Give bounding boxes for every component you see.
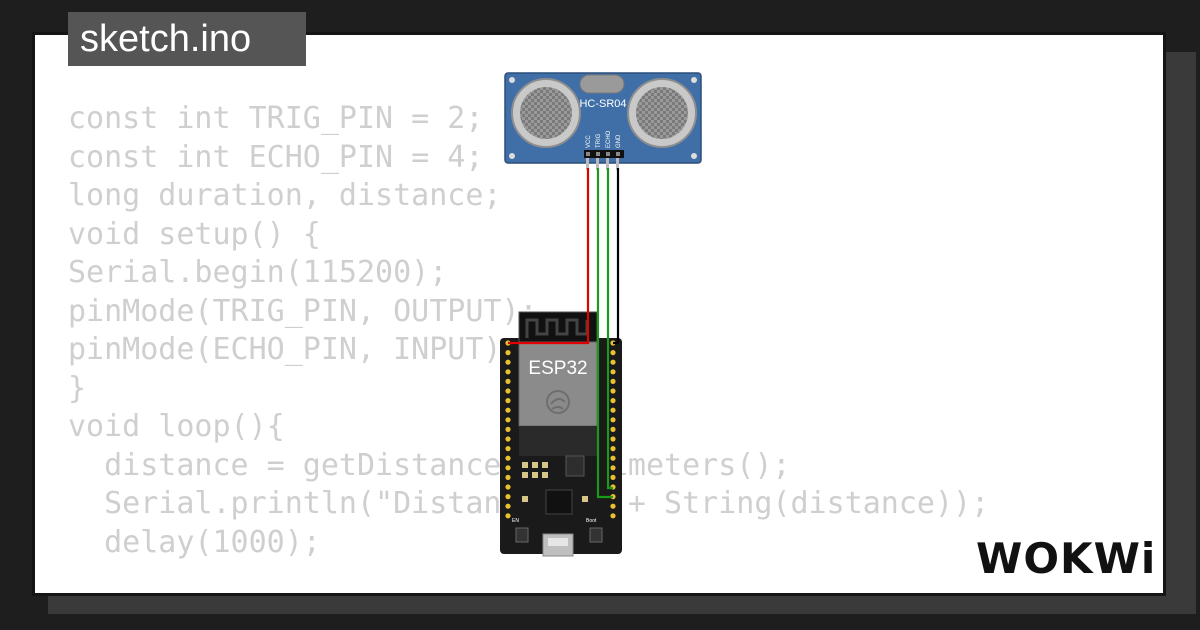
header-pin[interactable] — [505, 350, 511, 356]
sensor-pin-label: ECHO — [606, 130, 612, 148]
sensor-label: HC-SR04 — [579, 98, 626, 110]
code-line: Serial.println("Distance = " + String(di… — [104, 486, 990, 521]
header-pin[interactable] — [505, 369, 511, 375]
code-line: pinMode(TRIG_PIN, OUTPUT); — [68, 293, 538, 329]
header-pin[interactable] — [505, 426, 511, 432]
header-pin[interactable] — [610, 369, 616, 375]
wokwi-logo: WOKWi — [976, 534, 1156, 584]
header-pin[interactable] — [610, 359, 616, 365]
header-pin[interactable] — [610, 417, 616, 423]
en-button[interactable] — [515, 527, 529, 543]
boot-button[interactable] — [589, 527, 603, 543]
header-pin[interactable] — [610, 455, 616, 461]
sensor-pin-label: VCC — [586, 135, 592, 148]
ultrasonic-sensor[interactable]: HC-SR04 VCC TRIG ECHO GND — [504, 72, 702, 170]
header-pin[interactable] — [610, 436, 616, 442]
esp32-module-base — [519, 426, 597, 456]
header-pin[interactable] — [610, 388, 616, 394]
sensor-pin-label: TRIG — [596, 133, 602, 148]
header-pin[interactable] — [610, 378, 616, 384]
code-preview: const int TRIG_PIN = 2;const int ECHO_PI… — [68, 100, 989, 562]
file-name: sketch.ino — [80, 18, 252, 60]
code-line: void loop(){ — [68, 409, 285, 444]
wokwi-logo-text: WOKWi — [976, 534, 1157, 583]
header-pin[interactable] — [505, 446, 511, 452]
header-pin[interactable] — [505, 436, 511, 442]
header-pin[interactable] — [610, 503, 616, 509]
header-pin[interactable] — [610, 350, 616, 356]
sensor-transmitter — [511, 78, 581, 148]
esp32-board[interactable]: ESP32 EN Boot — [500, 311, 622, 557]
header-pin[interactable] — [610, 474, 616, 480]
header-pin[interactable] — [610, 398, 616, 404]
code-line: Serial.begin(115200); — [68, 255, 448, 290]
header-pin[interactable] — [505, 474, 511, 480]
code-line: const int ECHO_PIN = 4; — [68, 139, 484, 175]
header-pin[interactable] — [505, 494, 511, 500]
header-pin[interactable] — [505, 484, 511, 490]
header-pin[interactable] — [610, 465, 616, 471]
header-pin[interactable] — [505, 417, 511, 423]
header-pin[interactable] — [505, 378, 511, 384]
header-pin[interactable] — [505, 359, 511, 365]
header-pin[interactable] — [505, 503, 511, 509]
wire-vcc[interactable] — [508, 168, 590, 345]
header-pin[interactable] — [610, 407, 616, 413]
wire-gnd[interactable] — [613, 168, 620, 345]
esp32-antenna — [518, 311, 598, 343]
code-line: void setup() { — [68, 216, 321, 252]
regulator-chip — [565, 455, 585, 477]
board-label: ESP32 — [528, 358, 587, 379]
header-pin[interactable] — [610, 513, 616, 519]
code-line: long duration, distance; — [68, 178, 502, 213]
file-name-tab: sketch.ino — [68, 12, 306, 66]
en-button-label: EN — [512, 518, 519, 524]
sensor-crystal — [579, 74, 625, 94]
header-pin[interactable] — [505, 465, 511, 471]
code-line: const int TRIG_PIN = 2; — [68, 101, 484, 136]
header-pin[interactable] — [505, 407, 511, 413]
header-pin[interactable] — [610, 446, 616, 452]
code-line: pinMode(ECHO_PIN, INPUT); — [68, 332, 520, 367]
code-line: } — [68, 370, 87, 406]
header-pin[interactable] — [505, 513, 511, 519]
boot-button-label: Boot — [586, 518, 597, 524]
header-pin[interactable] — [505, 388, 511, 394]
header-pin[interactable] — [610, 426, 616, 432]
espressif-logo-icon — [546, 390, 570, 414]
sensor-pin-header — [584, 150, 624, 158]
wire-echo[interactable] — [606, 168, 613, 490]
usb-uart-chip — [545, 489, 573, 515]
sensor-pin-label: GND — [616, 134, 622, 148]
code-line: delay(1000); — [68, 524, 321, 560]
header-pin[interactable] — [505, 398, 511, 404]
sensor-receiver — [627, 78, 697, 148]
header-pin[interactable] — [505, 455, 511, 461]
wire-trig[interactable] — [596, 168, 613, 499]
